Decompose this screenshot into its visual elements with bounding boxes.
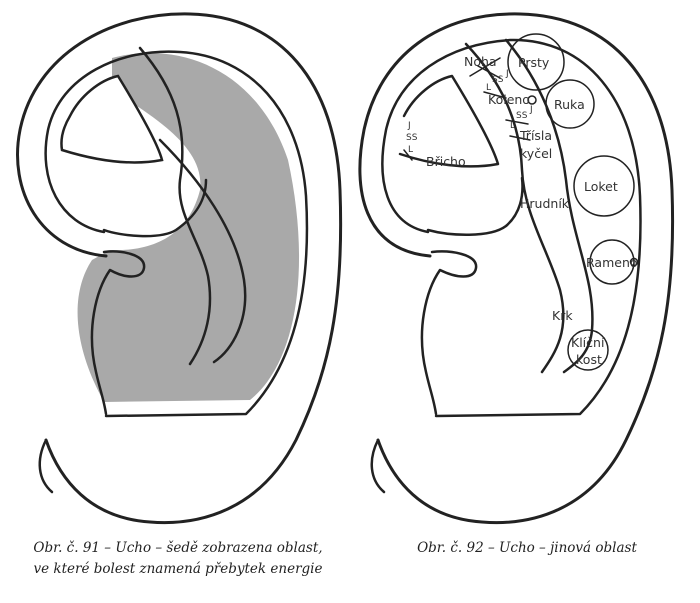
label-klicni: Klíční	[571, 335, 605, 350]
label-koleno: Koleno	[488, 92, 530, 107]
klicni-kost-circle	[567, 329, 609, 371]
mark-j-1: J	[505, 69, 509, 79]
helix-outline-92	[358, 12, 675, 525]
label-noha: Noha	[464, 54, 497, 69]
helix-inner-rim	[44, 50, 309, 418]
fossa-white	[60, 74, 164, 164]
prsty-circle	[507, 33, 565, 91]
label-loket: Loket	[584, 179, 618, 194]
caption-91-line2: ve které bolest znamená přebytek energie	[33, 561, 323, 577]
caption-figure-92: Obr. č. 92 – Ucho – jinová oblast	[417, 540, 637, 556]
concha-upper-92	[426, 176, 524, 236]
mark-ss-1: SS	[492, 75, 504, 85]
label-ruka: Ruka	[554, 97, 585, 112]
caption-91-line1: Obr. č. 91 – Ucho – šedě zobrazena oblas…	[33, 540, 323, 556]
mark-j-2: J	[529, 105, 533, 115]
earlobe-92	[370, 438, 386, 494]
mark-l-1: L	[486, 83, 491, 93]
mark-l-2: L	[510, 121, 515, 131]
helix-inner-rim-92	[381, 38, 642, 418]
earlobe	[38, 438, 54, 494]
loket-circle	[573, 155, 635, 217]
fossa-92	[398, 74, 500, 168]
rameno-circle	[589, 239, 635, 285]
mark-ss-3: SS	[406, 133, 418, 143]
helix-outline	[16, 12, 343, 525]
antihelix-outer-92	[464, 42, 565, 374]
mark-j-3: J	[407, 121, 411, 131]
ear-91	[16, 12, 343, 525]
antihelix-ridge-outer	[138, 46, 212, 366]
label-hrudnik: Hrudník	[520, 196, 570, 211]
label-prsty: Prsty	[518, 55, 550, 70]
label-trisla: Tříslа	[519, 128, 552, 143]
rameno-point	[629, 257, 639, 267]
divider-ticks	[403, 57, 531, 161]
mark-ss-2: SS	[516, 111, 528, 121]
label-rameno: Rameno	[586, 255, 638, 270]
tragus	[90, 250, 146, 416]
tragus-92	[420, 250, 478, 416]
ear-92: Noha Prsty Koleno Ruka Tříslа kyčel Břic…	[358, 12, 675, 525]
antihelix-lower	[102, 178, 208, 238]
antihelix-ridge-inner	[158, 138, 247, 364]
antihelix-inner-92	[504, 38, 594, 374]
caption-figure-91: Obr. č. 91 – Ucho – šedě zobrazena oblas…	[8, 538, 348, 580]
label-krk: Krk	[552, 308, 573, 323]
label-kost: kost	[576, 352, 602, 367]
label-kycel: kyčel	[520, 146, 552, 161]
mark-l-3: L	[408, 145, 413, 155]
label-bricho: Břicho	[426, 154, 466, 169]
koleno-point	[527, 95, 537, 105]
ruka-circle	[545, 79, 595, 129]
